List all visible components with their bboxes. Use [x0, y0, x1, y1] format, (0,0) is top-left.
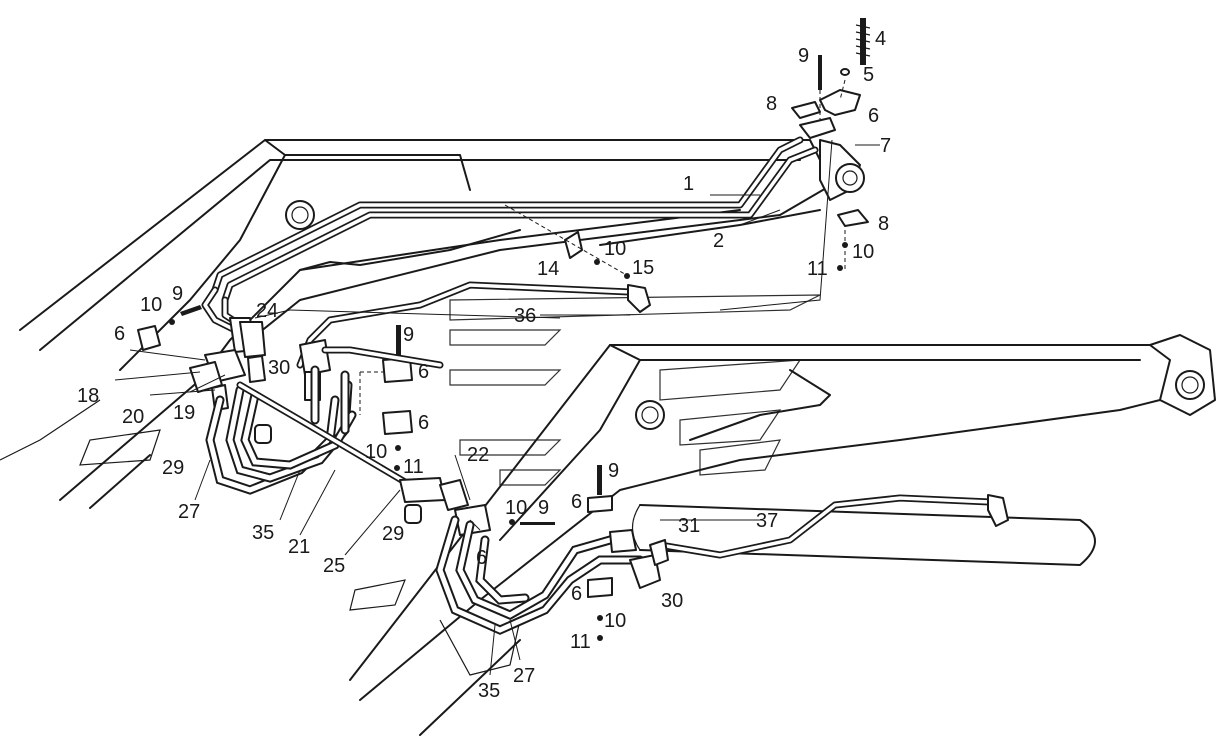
callout-22: 22 — [467, 444, 489, 466]
callout-7: 7 — [880, 135, 891, 157]
left-end-pipes — [201, 286, 249, 334]
callout-37: 37 — [756, 510, 778, 532]
callout-30-lower: 30 — [661, 590, 683, 612]
callout-6-left: 6 — [114, 323, 125, 345]
callout-10-center: 10 — [365, 441, 387, 463]
leader-lines — [194, 144, 880, 676]
callout-30-upper: 30 — [268, 357, 290, 379]
callout-10-left: 10 — [140, 294, 162, 316]
background-watermark — [449, 294, 821, 486]
callout-9-top: 9 — [798, 45, 809, 67]
callout-10-right: 10 — [852, 241, 874, 263]
callout-36: 36 — [514, 305, 536, 327]
callout-6-center-b: 6 — [418, 412, 429, 434]
center-fittings — [399, 454, 491, 536]
callout-2: 2 — [713, 230, 724, 252]
left-hoses — [205, 380, 459, 524]
steel-pipe-1 — [211, 136, 804, 294]
callout-27-right: 27 — [513, 665, 535, 687]
callout-18: 18 — [77, 385, 99, 407]
callout-15: 15 — [632, 257, 654, 279]
callout-11-right: 11 — [807, 258, 828, 280]
callout-24: 24 — [256, 300, 278, 322]
right-hoses — [435, 515, 645, 635]
callout-4: 4 — [875, 28, 886, 50]
callout-31: 31 — [678, 515, 700, 537]
callout-29-left: 29 — [162, 457, 184, 479]
middle-clamp-14 — [504, 204, 631, 279]
right-loader-arm — [349, 334, 1216, 736]
steel-pipe-37 — [656, 494, 1009, 559]
callout-21: 21 — [288, 536, 310, 558]
callout-9-center: 9 — [403, 324, 414, 346]
callout-1: 1 — [683, 173, 694, 195]
callout-6-center-a: 6 — [418, 361, 429, 383]
callout-25: 25 — [323, 555, 345, 577]
fitting-30-31-lower — [609, 529, 669, 589]
center-clamp-stack — [359, 325, 413, 471]
callout-8-right: 8 — [878, 213, 889, 235]
callout-19: 19 — [173, 402, 195, 424]
callout-11-lower: 11 — [570, 631, 591, 653]
left-clamp — [137, 305, 202, 351]
callout-labels: 1 2 4 5 6 7 8 8 9 10 11 14 10 15 9 10 6 … — [77, 28, 891, 702]
callout-9-lower-b: 9 — [538, 497, 549, 519]
steel-pipe-2 — [221, 146, 819, 304]
callout-20: 20 — [122, 406, 144, 428]
callout-5: 5 — [863, 64, 874, 86]
fitting-30-upper — [299, 339, 444, 435]
lower-clamp-stack — [509, 465, 613, 641]
callout-8-top: 8 — [766, 93, 777, 115]
callout-6-lower-b: 6 — [476, 547, 487, 569]
callout-27-left: 27 — [178, 501, 200, 523]
callout-14: 14 — [537, 258, 559, 280]
callout-29-center: 29 — [382, 523, 404, 545]
callout-10-mid: 10 — [604, 238, 626, 260]
callout-9-left: 9 — [172, 283, 183, 305]
callout-6-top: 6 — [868, 105, 879, 127]
callout-35-right: 35 — [478, 680, 500, 702]
callout-9-lower: 9 — [608, 460, 619, 482]
callout-35-left: 35 — [252, 522, 274, 544]
callout-6-lower-a: 6 — [571, 491, 582, 513]
callout-11-center: 11 — [403, 456, 424, 478]
callout-6-lower-c: 6 — [571, 583, 582, 605]
callout-10-lower-b: 10 — [604, 610, 626, 632]
top-clamp-assembly — [719, 18, 871, 311]
callout-10-lower-a: 10 — [505, 497, 527, 519]
